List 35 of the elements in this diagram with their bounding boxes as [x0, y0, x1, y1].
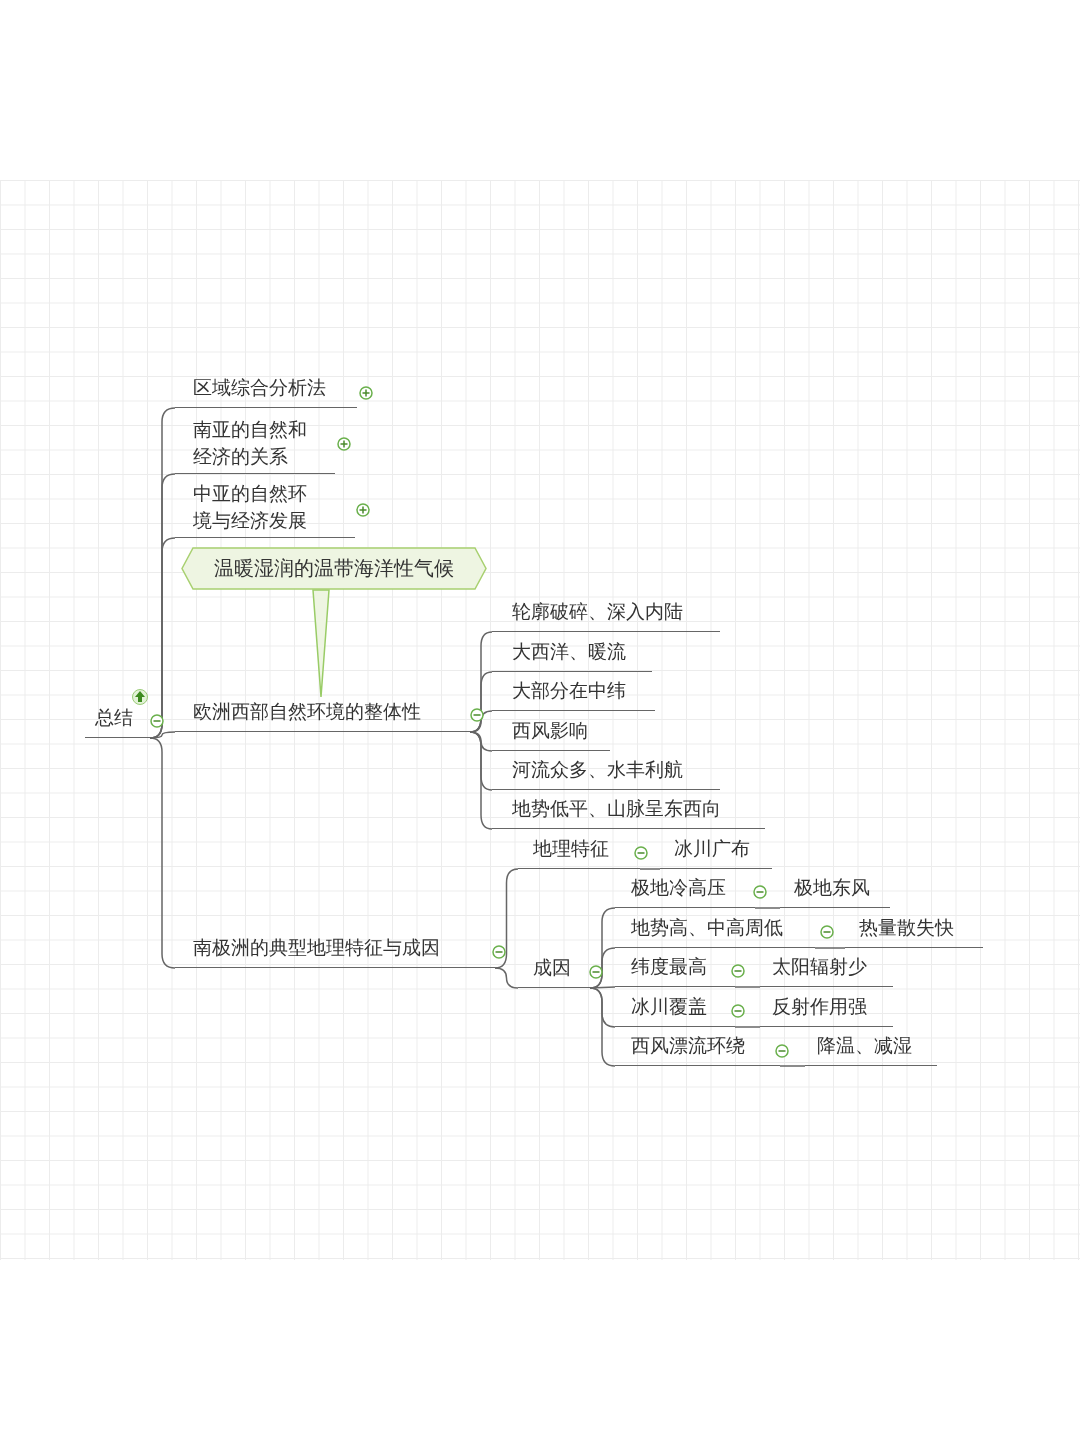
connector-line: [734, 986, 761, 988]
topic-label: 冰川广布: [660, 835, 772, 869]
topic-label: 西风影响: [492, 717, 610, 751]
topic-label: 欧洲西部自然环境的整体性: [175, 698, 470, 732]
topic-label: 南亚的自然和经济的关系: [175, 412, 335, 474]
connector-line: [754, 907, 781, 909]
topic-label: 河流众多、水丰利航: [492, 756, 720, 790]
topic-label: 大部分在中纬: [492, 677, 655, 711]
connector-line: [779, 1065, 806, 1067]
topic-label: 大西洋、暖流: [492, 638, 652, 672]
topic-label: 中亚的自然环境与经济发展: [175, 476, 355, 538]
topic-label: 区域综合分析法: [175, 374, 357, 408]
topic-label: 冰川覆盖: [615, 993, 735, 1027]
connector-line: [734, 1026, 761, 1028]
connector-line: [469, 731, 493, 830]
topic-label: 纬度最高: [615, 953, 735, 987]
topic-label: 极地冷高压: [615, 874, 755, 908]
topic-label: 轮廓破碎、深入内陆: [492, 598, 720, 632]
topic-label: 热量散失快: [845, 914, 983, 948]
topic-label: 地势低平、山脉呈东西向: [492, 795, 765, 829]
topic-label: 西风漂流环绕: [615, 1032, 780, 1066]
topic-label: 地理特征: [518, 835, 640, 869]
topic-label: 成因: [518, 954, 590, 988]
callout-hexagon: 温暖湿润的温带海洋性气候: [181, 547, 487, 590]
connector-line: [814, 947, 846, 949]
callout-pointer: [312, 589, 330, 698]
connector-line: [494, 967, 519, 989]
topic-label: 降温、减湿: [805, 1032, 937, 1066]
topic-label: 反射作用强: [760, 993, 893, 1027]
connector-line: [639, 868, 661, 870]
topic-label: 总结: [85, 704, 150, 738]
topic-label: 极地东风: [780, 874, 890, 908]
topic-label: 太阳辐射少: [760, 953, 893, 987]
topic-label: 南极洲的典型地理特征与成因: [175, 934, 495, 968]
topic-label: 地势高、中高周低: [615, 914, 815, 948]
